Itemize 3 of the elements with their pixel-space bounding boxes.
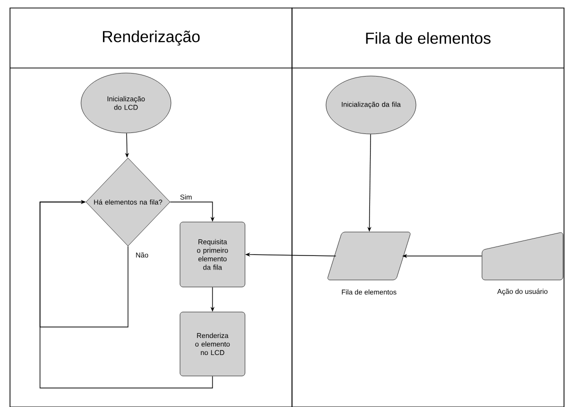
data-parallelogram	[328, 232, 410, 280]
manual-input-shape	[482, 232, 564, 280]
arrow	[40, 200, 213, 388]
